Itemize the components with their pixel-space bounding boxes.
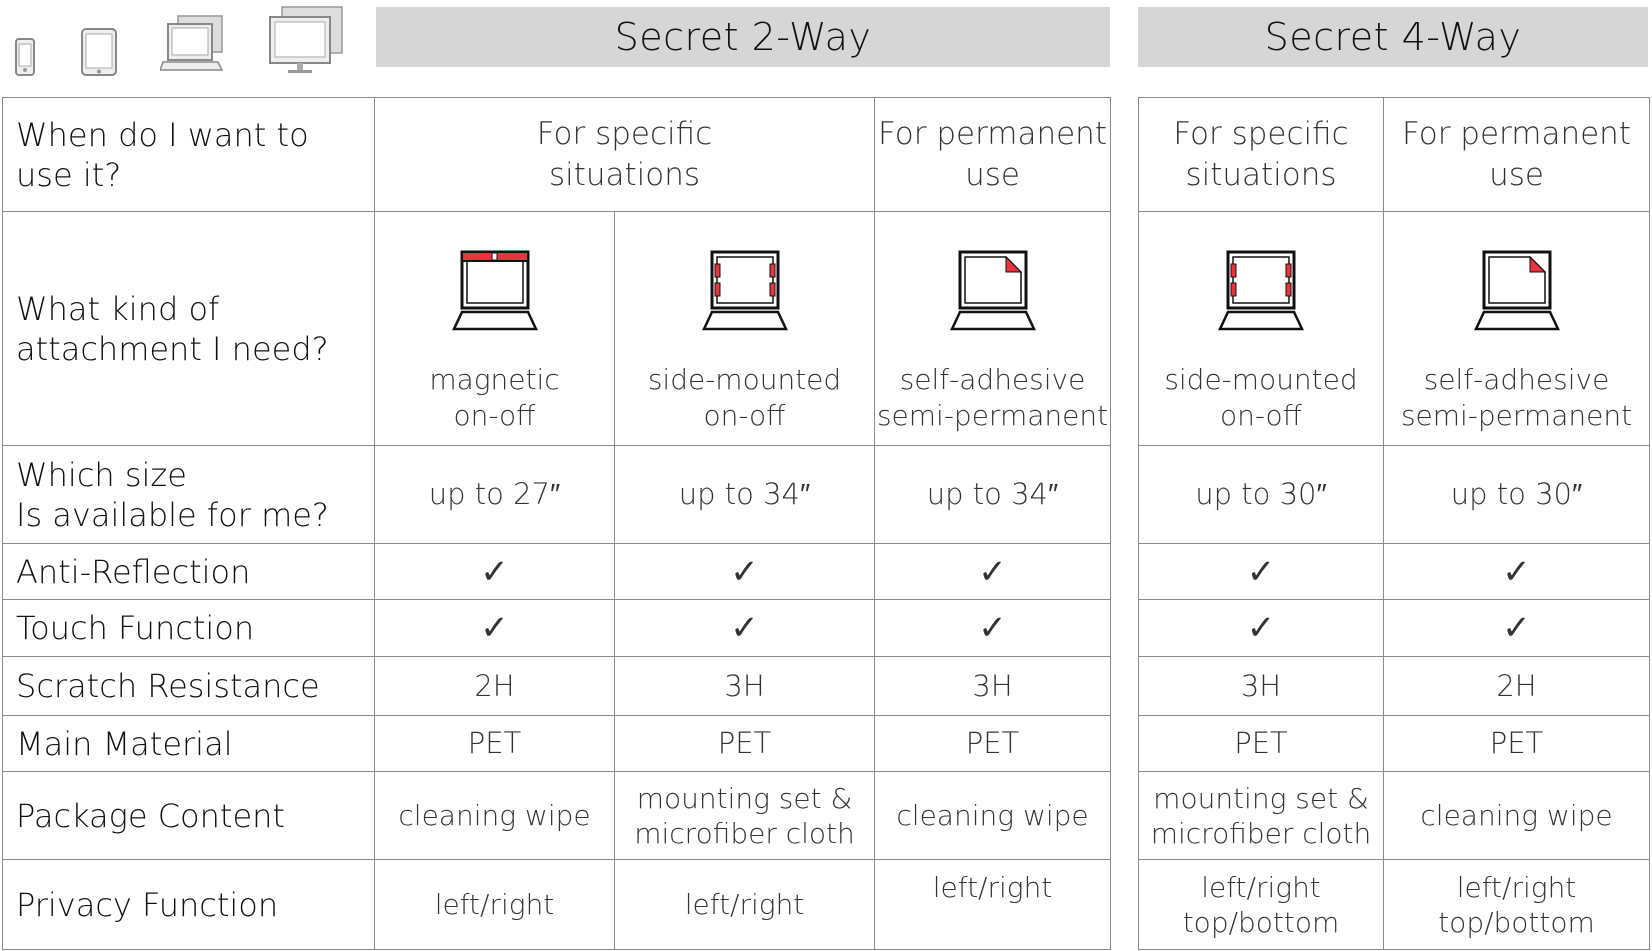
table-row: 3H 2H <box>1138 656 1650 716</box>
privacy-cell: left/right <box>613 859 876 950</box>
scratch-cell: 3H <box>874 656 1112 716</box>
material-cell: PET <box>613 715 876 772</box>
scratch-cell: 3H <box>613 656 876 716</box>
monitor-icon <box>269 6 343 73</box>
table-row: up to 30″ up to 30″ <box>1138 445 1650 544</box>
privacy-cell: left/right <box>374 859 615 950</box>
check-icon: ✓ <box>1383 599 1650 657</box>
package-cell: cleaning wipe <box>374 771 615 860</box>
phone-icon <box>15 38 35 76</box>
check-icon: ✓ <box>874 599 1112 657</box>
table-row: Package Content cleaning wipe mounting s… <box>2 771 1112 860</box>
device-icons <box>0 0 370 90</box>
row-label-anti-reflection: Anti-Reflection <box>2 543 375 600</box>
table-row: ✓ ✓ <box>1138 543 1650 600</box>
scratch-cell: 2H <box>1383 656 1650 716</box>
row-label-privacy: Privacy Function <box>2 859 375 950</box>
row-label-scratch: Scratch Resistance <box>2 656 375 716</box>
privacy-cell: left/right <box>874 859 1112 950</box>
check-icon: ✓ <box>1383 543 1650 600</box>
scratch-cell: 3H <box>1138 656 1384 716</box>
package-cell: cleaning wipe <box>1383 771 1650 860</box>
check-icon: ✓ <box>613 543 876 600</box>
self-adhesive-laptop-icon <box>1473 250 1560 331</box>
magnetic-laptop-icon <box>451 250 538 331</box>
size-cell: up to 34″ <box>874 445 1112 544</box>
side-mounted-laptop-icon <box>701 250 788 331</box>
row-label-material: Main Material <box>2 715 375 772</box>
secret-2-way-header: Secret 2-Way <box>376 7 1110 67</box>
table-row: Privacy Function left/right left/right l… <box>2 859 1112 950</box>
material-cell: PET <box>1138 715 1384 772</box>
table-row: PET PET <box>1138 715 1650 772</box>
material-cell: PET <box>374 715 615 772</box>
table-row: mounting set &microfiber cloth cleaning … <box>1138 771 1650 860</box>
table-row: Touch Function ✓ ✓ ✓ <box>2 599 1112 657</box>
material-cell: PET <box>1383 715 1650 772</box>
secret-4-way-header: Secret 4-Way <box>1138 7 1648 67</box>
row-label-usage: When do I want to use it? <box>2 97 375 212</box>
package-cell: mounting set &microfiber cloth <box>613 771 876 860</box>
side-mounted-laptop-icon <box>1218 250 1304 331</box>
table-row: Anti-Reflection ✓ ✓ ✓ <box>2 543 1112 600</box>
row-label-touch: Touch Function <box>2 599 375 657</box>
laptop-icon <box>160 15 224 71</box>
tablet-icon <box>81 28 117 76</box>
table-row: Main Material PET PET PET <box>2 715 1112 772</box>
check-icon: ✓ <box>374 543 615 600</box>
check-icon: ✓ <box>374 599 615 657</box>
size-cell: up to 27″ <box>374 445 615 544</box>
check-icon: ✓ <box>1138 543 1384 600</box>
check-icon: ✓ <box>874 543 1112 600</box>
check-icon: ✓ <box>1138 599 1384 657</box>
check-icon: ✓ <box>613 599 876 657</box>
table-row: Scratch Resistance 2H 3H 3H <box>2 656 1112 716</box>
size-cell: up to 30″ <box>1138 445 1384 544</box>
package-cell: cleaning wipe <box>874 771 1112 860</box>
package-cell: mounting set &microfiber cloth <box>1138 771 1384 860</box>
material-cell: PET <box>874 715 1112 772</box>
size-cell: up to 34″ <box>613 445 876 544</box>
row-label-package: Package Content <box>2 771 375 860</box>
scratch-cell: 2H <box>374 656 615 716</box>
table-row: ✓ ✓ <box>1138 599 1650 657</box>
size-cell: up to 30″ <box>1383 445 1650 544</box>
self-adhesive-laptop-icon <box>949 250 1036 331</box>
